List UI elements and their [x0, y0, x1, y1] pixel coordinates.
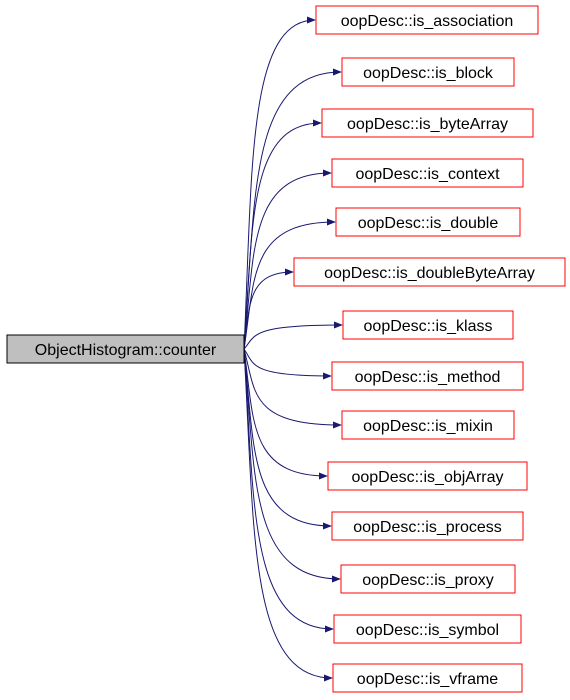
callee-node-box	[340, 564, 516, 594]
callee-node-label: oopDesc::is_vframe	[357, 671, 498, 688]
call-edge	[243, 348, 334, 633]
callee-node[interactable]: oopDesc::is_block	[341, 57, 515, 87]
callee-node-label: oopDesc::is_byteArray	[347, 116, 508, 133]
call-edge	[243, 321, 343, 350]
callee-node[interactable]: oopDesc::is_objArray	[327, 461, 528, 491]
callee-node-label: oopDesc::is_mixin	[363, 418, 493, 435]
callee-node-label: oopDesc::is_context	[355, 166, 500, 183]
callee-node[interactable]: oopDesc::is_symbol	[333, 614, 522, 644]
call-edge	[243, 348, 328, 480]
callee-node-label: oopDesc::is_method	[355, 369, 501, 386]
call-edge	[243, 348, 342, 429]
callee-node-box	[331, 361, 524, 391]
callee-node[interactable]: oopDesc::is_context	[331, 158, 524, 188]
callee-node-box	[331, 158, 524, 188]
callee-node-box	[335, 207, 521, 237]
root-node-box	[6, 334, 245, 364]
callee-node-box	[332, 663, 523, 693]
callee-node[interactable]: oopDesc::is_proxy	[340, 564, 516, 594]
root-node[interactable]: ObjectHistogram::counter	[6, 334, 245, 364]
callee-node[interactable]: oopDesc::is_mixin	[341, 410, 515, 440]
callee-node[interactable]: oopDesc::is_process	[331, 511, 524, 541]
callee-node-box	[341, 57, 515, 87]
callee-node-box	[333, 614, 522, 644]
callee-node-box	[327, 461, 528, 491]
call-edge	[243, 348, 332, 380]
callee-node-box	[315, 5, 539, 35]
callee-node-box	[341, 410, 515, 440]
callee-node-label: oopDesc::is_double	[358, 215, 499, 232]
call-edge	[243, 169, 332, 350]
callee-node-box	[321, 108, 534, 138]
callee-node-label: oopDesc::is_block	[363, 65, 494, 82]
callee-node-label: oopDesc::is_process	[353, 519, 502, 536]
callee-node-label: oopDesc::is_proxy	[362, 572, 494, 589]
callee-node-label: oopDesc::is_doubleByteArray	[324, 265, 535, 282]
call-nodes: ObjectHistogram::counter oopDesc::is_ass…	[6, 5, 566, 693]
callee-node-box	[293, 257, 566, 287]
call-edge	[243, 348, 341, 583]
callee-node-label: oopDesc::is_association	[341, 13, 514, 30]
call-edge	[243, 16, 316, 350]
call-edges	[243, 16, 343, 682]
callee-node[interactable]: oopDesc::is_method	[331, 361, 524, 391]
callee-node-label: oopDesc::is_klass	[364, 318, 493, 335]
callee-node-label: oopDesc::is_objArray	[351, 469, 503, 486]
callee-node[interactable]: oopDesc::is_association	[315, 5, 539, 35]
callee-node[interactable]: oopDesc::is_byteArray	[321, 108, 534, 138]
callee-node[interactable]: oopDesc::is_klass	[342, 310, 514, 340]
callee-node[interactable]: oopDesc::is_vframe	[332, 663, 523, 693]
call-edge	[243, 348, 333, 682]
callee-node-box	[342, 310, 514, 340]
callee-node-box	[331, 511, 524, 541]
callee-node[interactable]: oopDesc::is_double	[335, 207, 521, 237]
root-node-label: ObjectHistogram::counter	[35, 342, 217, 359]
call-edge	[243, 268, 294, 350]
call-edge	[243, 119, 322, 350]
callee-node[interactable]: oopDesc::is_doubleByteArray	[293, 257, 566, 287]
callee-node-label: oopDesc::is_symbol	[356, 622, 499, 639]
